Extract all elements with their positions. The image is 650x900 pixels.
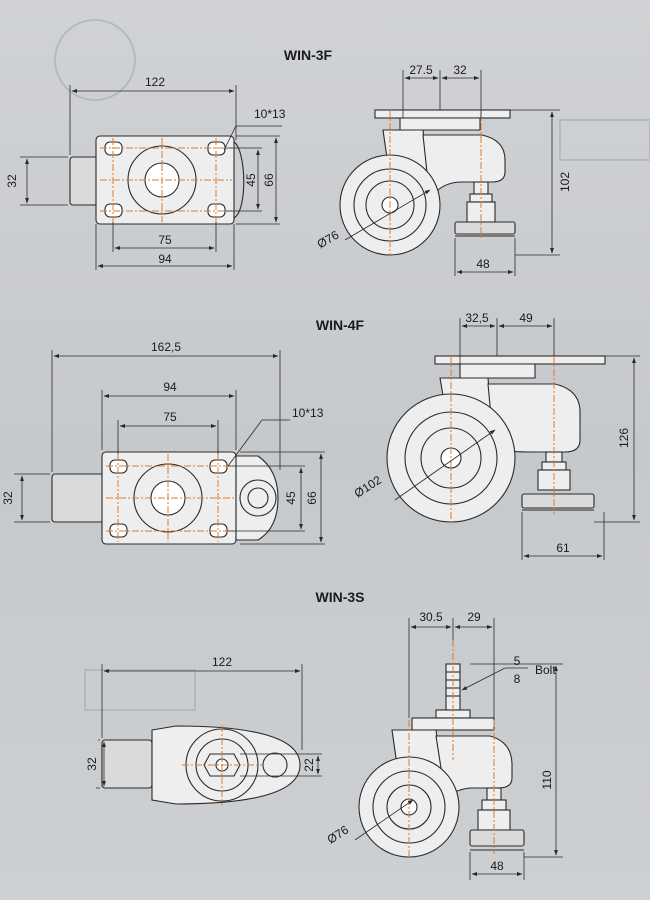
leveling-pad: [469, 829, 525, 847]
win-3f-side-view: [339, 70, 560, 276]
dim-bolt-spacing: 75: [163, 410, 177, 424]
dim-length: 122: [212, 655, 232, 669]
win-4f-top-view: [14, 350, 325, 545]
wheel-stub: [51, 473, 107, 523]
dim-total-height: 126: [617, 428, 631, 448]
top-plate: [434, 355, 606, 365]
dim-width: 94: [163, 380, 177, 394]
dim-height-a: 45: [244, 173, 258, 187]
dim-offset-a: 30.5: [419, 610, 443, 624]
dim-height-a: 45: [284, 491, 298, 505]
win-3s-side-view: [354, 618, 563, 880]
leveling-pad: [521, 493, 595, 509]
dim-height-b: 66: [305, 491, 319, 505]
dim-offset-b: 49: [519, 311, 533, 325]
win-4f-side-view: [386, 318, 640, 560]
model-title-win-4f: WIN-4F: [316, 317, 365, 333]
win-3s-top-view: [96, 664, 322, 805]
dim-wheel-diameter: Ø102: [352, 473, 385, 501]
dim-width: 94: [158, 252, 172, 266]
dim-wheel-width: 32: [5, 174, 19, 188]
dim-wheel-width: 32: [85, 757, 99, 771]
win-3f-top-view: [20, 85, 282, 270]
background-ghost-print: [54, 19, 650, 711]
leveler-arm: [422, 134, 506, 202]
dim-bolt-spacing: 75: [158, 233, 172, 247]
dim-height-b: 66: [262, 173, 276, 187]
dim-offset-a: 32,5: [465, 311, 489, 325]
leveling-pad: [454, 221, 516, 235]
model-title-win-3s: WIN-3S: [316, 589, 365, 605]
dim-bolt-denominator: 8: [514, 672, 521, 686]
dim-length: 122: [145, 75, 165, 89]
dim-bolt-label: Bolt: [535, 663, 556, 677]
dim-wheel-width: 32: [1, 491, 15, 505]
dim-bolt-numerator: 5: [514, 654, 521, 668]
dim-bolt-hole: 10*13: [254, 107, 286, 121]
dim-offset-b: 32: [453, 63, 467, 77]
dim-total-height: 110: [540, 770, 554, 789]
dim-offset-a: 27.5: [409, 63, 433, 77]
dim-pad-width: 48: [476, 257, 490, 271]
wheel-stub: [101, 739, 153, 789]
dim-wheel-diameter: Ø76: [324, 822, 351, 846]
dim-offset-b: 29: [467, 610, 481, 624]
dim-pad-width: 61: [556, 541, 570, 555]
dim-stem-diameter: 22: [302, 758, 316, 772]
dim-bolt-hole: 10*13: [292, 406, 324, 420]
dim-pad-width: 48: [490, 859, 504, 873]
dim-length: 162,5: [151, 340, 181, 354]
model-title-win-3f: WIN-3F: [284, 47, 333, 63]
top-plate: [374, 109, 511, 119]
dim-wheel-diameter: Ø76: [315, 228, 342, 252]
dim-total-height: 102: [558, 172, 572, 192]
